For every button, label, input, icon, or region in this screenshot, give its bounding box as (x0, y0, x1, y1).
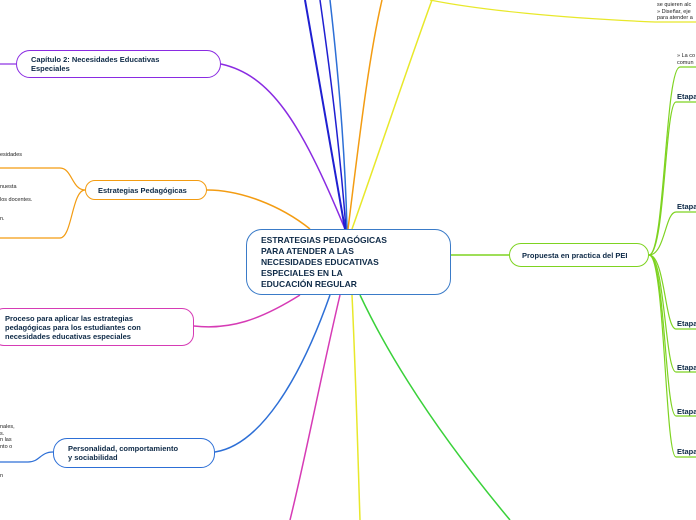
topic-label-line: Capítulo 2: Necesidades Educativas (31, 55, 160, 64)
central-topic-line: EDUCACIÓN REGULAR (261, 278, 357, 289)
subtopic-etapa-1[interactable]: Etapa (677, 92, 696, 101)
subtopic-etapa-6[interactable]: Etapa (677, 447, 696, 456)
fragment-line: nales, (0, 424, 15, 430)
branch-line-proceso (193, 294, 301, 328)
topic-personalidad[interactable]: Personalidad, comportamiento y sociabili… (53, 438, 215, 468)
branch-line-bottom-2 (351, 294, 361, 520)
topic-label-line: Especiales (31, 64, 70, 73)
branch-line-top-5 (351, 0, 433, 230)
topic-label-line: Proceso para aplicar las estrategias (5, 313, 133, 323)
topic-label: Propuesta en practica del PEI (522, 250, 628, 260)
fragment-line: comun (677, 59, 694, 66)
branch-line-top-4 (347, 0, 383, 230)
topic-label-line: necesidades educativas especiales (5, 331, 131, 341)
sub-line-personalidad (0, 451, 54, 463)
fragment-estrategias-1: esidades (0, 152, 23, 158)
sub-line-propuesta-1 (648, 101, 696, 256)
topic-label: Estrategias Pedagógicas (98, 185, 187, 195)
fragment-line: nto o (0, 443, 13, 450)
fragment-line: » Diseñar, eje (657, 8, 691, 15)
subtopic-etapa-4[interactable]: Etapa (677, 363, 696, 372)
topic-label-line: pedagógicas para los estudiantes con (5, 322, 141, 332)
subtopic-etapa-3[interactable]: Etapa (677, 319, 696, 328)
topic-estrategias-pedagogicas[interactable]: Estrategias Pedagógicas (85, 180, 207, 200)
sub-line-propuesta-2 (648, 211, 696, 256)
branch-line-capitulo2 (220, 63, 346, 230)
fragment-line: » La co (677, 53, 696, 59)
branch-line-bottom-3 (359, 294, 511, 520)
central-topic-line: NECESIDADES EDUCATIVAS (261, 256, 379, 267)
topic-capitulo-2[interactable]: Capítulo 2: Necesidades Educativas Espec… (16, 50, 221, 78)
fragment-line: para atender a (657, 15, 693, 21)
central-topic-line: ESTRATEGIAS PEDAGÓGICAS (261, 234, 387, 245)
branch-line-personalidad (214, 294, 331, 453)
subtopic-etapa-2[interactable]: Etapa (677, 202, 696, 211)
branch-line-estrategias (206, 189, 311, 230)
branch-line-top-2 (319, 0, 347, 230)
fragment-line: se quieren alc (657, 2, 692, 8)
topic-propuesta-pei[interactable]: Propuesta en practica del PEI (509, 243, 649, 267)
central-topic-line: PARA ATENDER A LAS (261, 245, 354, 256)
sub-line-propuesta-3 (648, 254, 696, 330)
fragment-estrategias-2: nuesta (0, 184, 17, 190)
central-topic-line: ESPECIALES EN LA (261, 267, 343, 278)
branch-line-top-3 (329, 0, 348, 230)
fragment-right-top: » La co comun (677, 53, 695, 66)
fragment-estrategias-3: los docentes. (0, 197, 33, 203)
sub-line-estrategias-2 (0, 189, 86, 239)
topic-label-line: Personalidad, comportamiento (68, 444, 179, 453)
sub-line-top-right (429, 0, 696, 23)
fragment-line: s. (0, 430, 5, 437)
sub-line-propuesta-6 (648, 254, 696, 458)
fragment-personalidad: nales, s. n las nto o (0, 424, 15, 450)
branch-line-bottom-1 (289, 294, 341, 520)
branch-line-top-1 (304, 0, 346, 230)
central-topic[interactable]: ESTRATEGIAS PEDAGÓGICAS PARA ATENDER A L… (246, 229, 451, 295)
fragment-estrategias-4: n. (0, 216, 5, 222)
sub-line-propuesta-5 (648, 254, 696, 417)
subtopic-etapa-5[interactable]: Etapa (677, 407, 696, 416)
topic-proceso-estrategias[interactable]: Proceso para aplicar las estrategias ped… (0, 308, 194, 346)
topic-label-line: y sociabilidad (68, 453, 118, 462)
fragment-personalidad-2: n (0, 473, 4, 479)
sub-line-estrategias-1 (0, 167, 86, 191)
fragment-top-right: se quieren alc » Diseñar, eje para atend… (657, 2, 693, 22)
fragment-line: n las (0, 437, 12, 443)
